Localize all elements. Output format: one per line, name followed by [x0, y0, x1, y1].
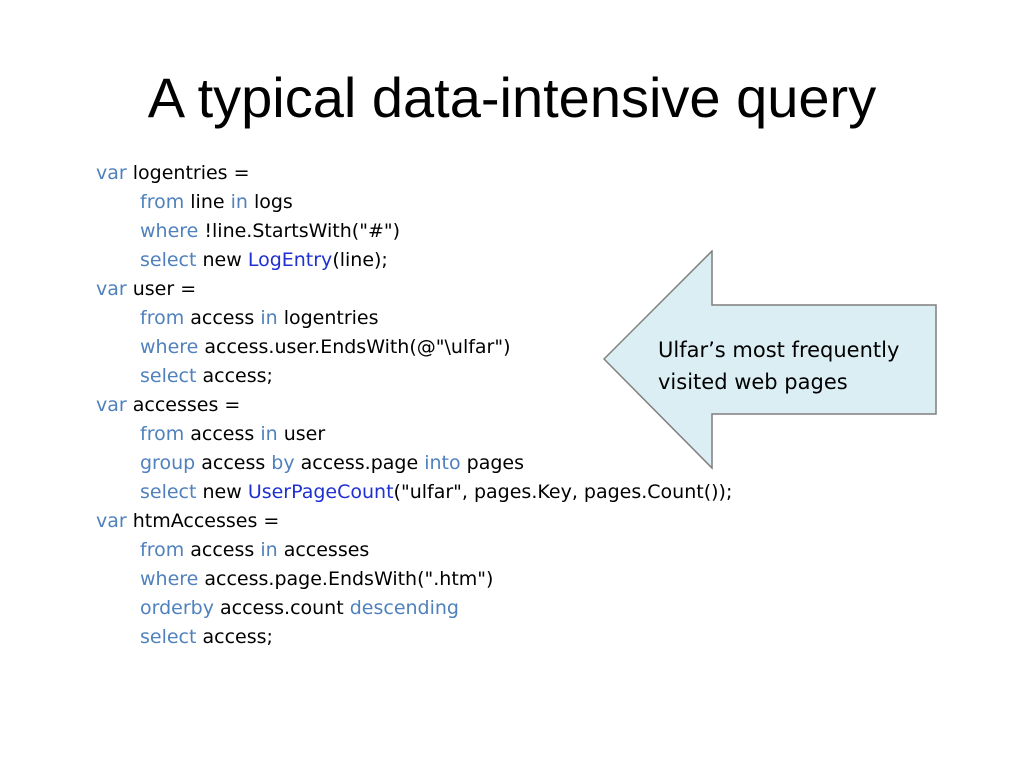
code-line: from line in logs [96, 188, 732, 217]
code-line: var logentries = [96, 159, 732, 188]
left-arrow-shape [603, 250, 937, 470]
code-keyword: select [140, 249, 197, 271]
code-text: access.page [294, 452, 425, 474]
code-line: where access.page.EndsWith(".htm") [96, 565, 732, 594]
callout-line-2: visited web pages [658, 370, 848, 394]
code-text: logs [247, 191, 293, 213]
code-text: user [277, 423, 326, 445]
code-line: select access; [96, 362, 732, 391]
code-keyword: group [140, 452, 196, 474]
code-type-name: LogEntry [247, 249, 333, 271]
code-keyword: in [260, 307, 278, 329]
code-text: ("ulfar", pages.Key, pages.Count()); [393, 481, 733, 503]
code-keyword: in [260, 423, 278, 445]
code-text: access [184, 307, 261, 329]
code-line: from access in logentries [96, 304, 732, 333]
code-text: access [195, 452, 272, 474]
code-keyword: into [424, 452, 461, 474]
code-keyword: from [140, 307, 185, 329]
code-keyword: select [140, 481, 197, 503]
code-line: from access in user [96, 420, 732, 449]
code-line: from access in accesses [96, 536, 732, 565]
code-keyword: in [230, 191, 248, 213]
code-text: !line.StartsWith("#") [198, 220, 401, 242]
code-text: user = [126, 278, 197, 300]
code-line: select new UserPageCount("ulfar", pages.… [96, 478, 732, 507]
callout-arrow: Ulfar’s most frequently visited web page… [603, 250, 939, 470]
code-text: access; [196, 365, 273, 387]
code-keyword: descending [349, 597, 459, 619]
code-text: accesses [277, 539, 370, 561]
code-text: access [184, 423, 261, 445]
code-text: htmAccesses = [126, 510, 280, 532]
code-keyword: by [271, 452, 295, 474]
code-line: select new LogEntry(line); [96, 246, 732, 275]
code-text: access; [196, 626, 273, 648]
code-text: line [184, 191, 231, 213]
code-keyword: where [140, 220, 199, 242]
callout-text: Ulfar’s most frequently visited web page… [658, 334, 938, 398]
code-keyword: from [140, 191, 185, 213]
code-text: logentries [277, 307, 379, 329]
code-text: new [196, 481, 248, 503]
code-text: logentries = [126, 162, 250, 184]
code-line: orderby access.count descending [96, 594, 732, 623]
code-text: new [196, 249, 248, 271]
code-text: access [184, 539, 261, 561]
code-line: where !line.StartsWith("#") [96, 217, 732, 246]
code-text: (line); [332, 249, 388, 271]
code-keyword: var [96, 510, 127, 532]
code-text: access.page.EndsWith(".htm") [198, 568, 494, 590]
code-type-name: UserPageCount [247, 481, 394, 503]
code-line: var accesses = [96, 391, 732, 420]
code-text: pages [460, 452, 525, 474]
code-keyword: select [140, 365, 197, 387]
code-line: var htmAccesses = [96, 507, 732, 536]
code-keyword: var [96, 394, 127, 416]
code-text: access.count [213, 597, 350, 619]
slide-title: A typical data-intensive query [147, 66, 877, 129]
code-keyword: where [140, 336, 199, 358]
code-keyword: var [96, 162, 127, 184]
code-keyword: in [260, 539, 278, 561]
code-keyword: where [140, 568, 199, 590]
code-line: var user = [96, 275, 732, 304]
code-line: where access.user.EndsWith(@"\ulfar") [96, 333, 732, 362]
code-keyword: orderby [140, 597, 214, 619]
code-keyword: from [140, 423, 185, 445]
code-keyword: var [96, 278, 127, 300]
arrow-body [603, 250, 937, 470]
code-keyword: from [140, 539, 185, 561]
callout-line-1: Ulfar’s most frequently [658, 338, 900, 362]
code-text: access.user.EndsWith(@"\ulfar") [198, 336, 511, 358]
code-text: accesses = [126, 394, 241, 416]
code-line: group access by access.page into pages [96, 449, 732, 478]
code-keyword: select [140, 626, 197, 648]
code-line: select access; [96, 623, 732, 652]
